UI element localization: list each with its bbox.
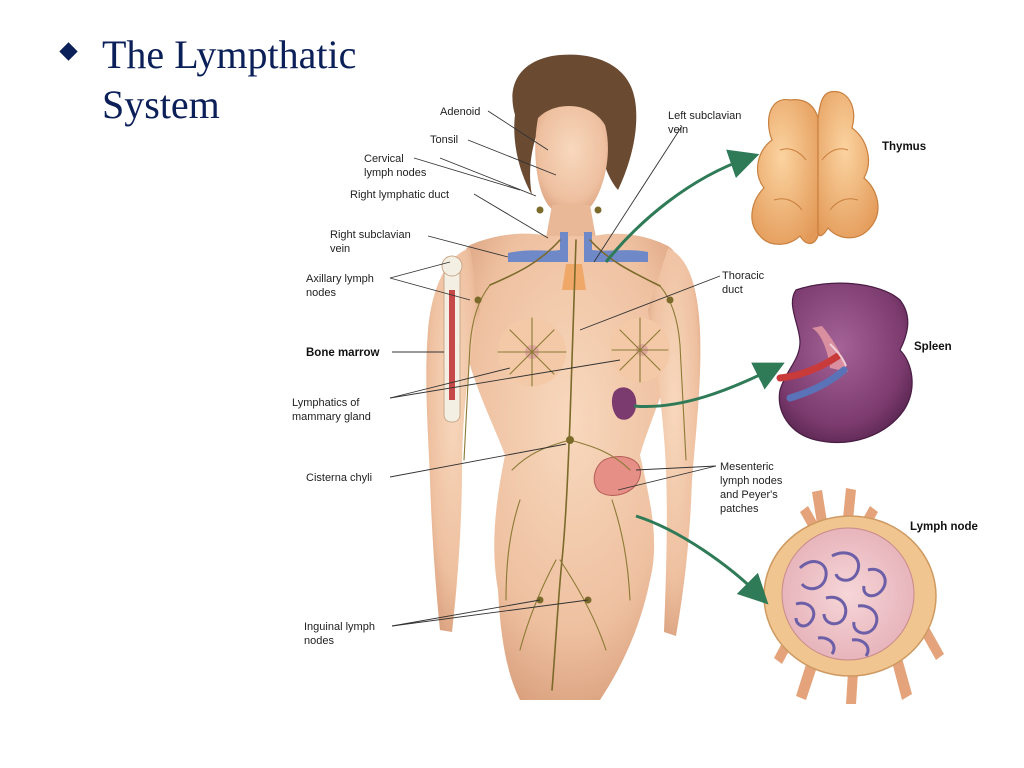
arrow-to-thymus xyxy=(604,149,760,263)
label-cisterna-chyli: Cisterna chyli xyxy=(306,472,372,484)
human-figure xyxy=(426,54,701,700)
label-right-subclavian-line2: vein xyxy=(330,243,350,255)
label-mammary-line1: Lymphatics of xyxy=(292,397,360,409)
leader-lines xyxy=(389,110,721,627)
label-mesenteric-line1: Mesenteric xyxy=(720,461,774,473)
slide-title-text: The Lympthatic System xyxy=(102,32,357,127)
thymus-illustration xyxy=(751,90,879,245)
label-right-subclavian-line1: Right subclavian xyxy=(330,229,411,241)
label-mesenteric-line4: patches xyxy=(720,503,759,515)
label-lymph-node: Lymph node xyxy=(910,521,978,533)
label-left-subclavian-line2: vein xyxy=(668,124,688,136)
spleen-illustration xyxy=(776,282,913,444)
label-tonsil: Tonsil xyxy=(430,134,458,146)
label-cervical-line1: Cervical xyxy=(364,153,404,165)
label-bone-marrow: Bone marrow xyxy=(306,347,380,359)
label-spleen: Spleen xyxy=(914,341,952,353)
label-left-subclavian-line1: Left subclavian xyxy=(668,110,741,122)
label-mesenteric-line2: lymph nodes xyxy=(720,475,783,487)
label-thoracic-line1: Thoracic xyxy=(722,270,765,282)
label-mesenteric-line3: and Peyer's xyxy=(720,489,778,501)
label-axillary-line2: nodes xyxy=(306,287,336,299)
arrow-to-spleen xyxy=(633,362,785,409)
label-mammary-line2: mammary gland xyxy=(292,411,371,423)
diagram-labels: Adenoid Tonsil Cervical lymph nodes Righ… xyxy=(292,106,978,647)
label-thoracic-line2: duct xyxy=(722,284,743,296)
label-right-lymphatic-duct: Right lymphatic duct xyxy=(350,189,449,201)
label-inguinal-line1: Inguinal lymph xyxy=(304,621,375,633)
label-axillary-line1: Axillary lymph xyxy=(306,273,374,285)
label-adenoid: Adenoid xyxy=(440,106,480,118)
arrow-to-lymph-node xyxy=(635,514,769,605)
label-cervical-line2: lymph nodes xyxy=(364,167,427,179)
label-inguinal-line2: nodes xyxy=(304,635,334,647)
label-thymus: Thymus xyxy=(882,141,926,153)
